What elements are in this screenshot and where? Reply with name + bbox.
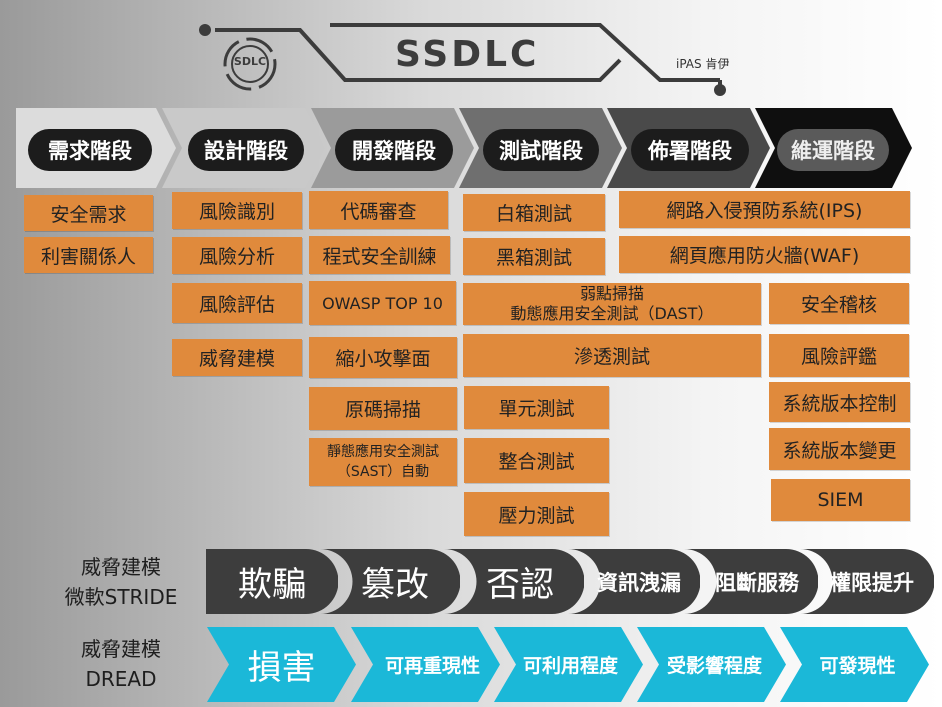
phase-requirements: 需求階段 <box>16 108 176 188</box>
stride-item-label: 欺騙 <box>238 565 306 605</box>
dread-item-label: 可再重現性 <box>384 655 480 677</box>
dread-item: 可再重現性 <box>351 627 500 702</box>
dread-item-label: 可利用程度 <box>522 655 618 677</box>
phase-operations: 維運階段 <box>755 108 912 188</box>
phase-deployment: 佈署階段 <box>607 108 770 188</box>
ops-item: 安全稽核 <box>769 283 909 324</box>
ops-item: SIEM <box>771 479 910 521</box>
req-item: 安全需求 <box>24 195 153 231</box>
stride-item-label: 篡改 <box>361 565 429 605</box>
dread-item: 損害 <box>207 627 356 702</box>
stride-label-line1: 威脅建模 <box>81 555 161 579</box>
phase-label: 佈署階段 <box>631 129 749 171</box>
stride-item: 權限提升 <box>800 549 934 614</box>
dev-item-sast: 靜態應用安全測試 （SAST）自動 <box>309 438 457 486</box>
logo-text: SDLC <box>233 55 267 68</box>
phase-testing: 測試階段 <box>459 108 622 188</box>
dast-line1: 弱點掃描 <box>579 284 644 303</box>
stride-item-label: 資訊洩漏 <box>597 570 681 595</box>
phase-label: 需求階段 <box>28 129 152 171</box>
credit-text: iPAS 肯伊 <box>676 57 730 71</box>
test-item: 壓力測試 <box>464 492 609 536</box>
stride-item: 否認 <box>444 549 584 614</box>
page-title: SSDLC <box>395 34 540 75</box>
cycle-icon <box>223 37 277 91</box>
dread-item: 可利用程度 <box>494 627 643 702</box>
dast-item: 弱點掃描 動態應用安全測試（DAST） <box>463 283 761 325</box>
dread-label-line1: 威脅建模 <box>81 637 161 661</box>
ops-item: 系統版本控制 <box>769 382 910 422</box>
phase-label: 維運階段 <box>777 129 889 171</box>
stride-label: 威脅建模 微軟STRIDE <box>40 552 202 612</box>
design-item: 風險評估 <box>172 283 302 323</box>
stride-item: 資訊洩漏 <box>568 549 700 614</box>
dev-item: 代碼審查 <box>309 191 448 229</box>
pentest-item: 滲透測試 <box>463 334 761 377</box>
dread-label-line2: DREAD <box>85 667 157 691</box>
dev-item: 縮小攻擊面 <box>309 337 457 378</box>
phase-development: 開發階段 <box>311 108 474 188</box>
design-item: 風險分析 <box>172 237 302 274</box>
stride-item-label: 權限提升 <box>830 570 914 595</box>
phase-label: 開發階段 <box>335 129 453 171</box>
ops-item: 風險評鑑 <box>769 334 909 377</box>
deploy-item: 網頁應用防火牆(WAF) <box>619 236 910 273</box>
design-item: 風險識別 <box>172 192 302 229</box>
test-item: 白箱測試 <box>463 194 605 231</box>
stride-item: 欺騙 <box>206 549 338 614</box>
dread-item-label: 可發現性 <box>819 655 896 677</box>
stride-item-label: 否認 <box>486 565 554 605</box>
dread-item: 受影響程度 <box>637 627 786 702</box>
stride-item: 阻斷服務 <box>684 549 818 614</box>
sast-line1: 靜態應用安全測試 <box>327 444 439 460</box>
design-item: 威脅建模 <box>172 339 302 376</box>
test-item: 整合測試 <box>464 438 609 483</box>
dread-item: 可發現性 <box>780 627 929 702</box>
stride-item: 篡改 <box>320 549 460 614</box>
dread-item-label: 損害 <box>247 648 316 688</box>
test-item: 黑箱測試 <box>463 238 605 275</box>
test-item: 單元測試 <box>464 386 609 429</box>
stride-item-label: 阻斷服務 <box>715 570 799 595</box>
stride-label-line2: 微軟STRIDE <box>64 585 178 609</box>
phase-label: 設計階段 <box>188 129 304 171</box>
dread-label: 威脅建模 DREAD <box>40 634 202 694</box>
header-circuit <box>199 23 726 96</box>
dast-line2: 動態應用安全測試（DAST） <box>510 304 714 323</box>
ops-item: 系統版本變更 <box>769 428 910 470</box>
deploy-item: 網路入侵預防系統(IPS) <box>619 191 910 228</box>
phase-design: 設計階段 <box>162 108 325 188</box>
dev-item: 程式安全訓練 <box>309 236 450 274</box>
sast-line2: （SAST）自動 <box>336 464 430 480</box>
req-item: 利害關係人 <box>24 237 153 273</box>
phase-label: 測試階段 <box>483 129 599 171</box>
dev-item: OWASP TOP 10 <box>309 281 456 325</box>
dread-item-label: 受影響程度 <box>666 655 762 677</box>
sdlc-logo: SDLC <box>222 36 278 92</box>
dev-item: 原碼掃描 <box>309 387 457 430</box>
